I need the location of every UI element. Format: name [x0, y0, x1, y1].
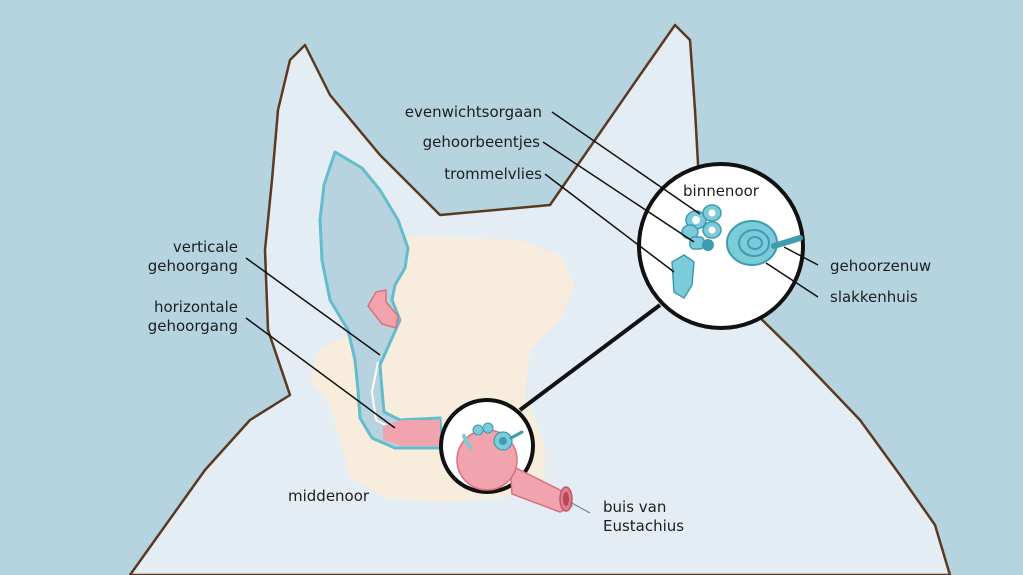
small-eardrum	[462, 434, 472, 450]
label-middenoor: middenoor	[288, 487, 370, 505]
label-gehoorbeentjes: gehoorbeentjes	[422, 133, 540, 151]
small-semicircular-loop-1	[472, 424, 484, 436]
cochlea	[726, 220, 778, 266]
label-buis-van-eustachius: buis van Eustachius	[603, 498, 684, 536]
ossicles	[689, 236, 714, 251]
label-verticale-line-1: verticale	[172, 238, 238, 256]
label-gehoorzenuw: gehoorzenuw	[830, 257, 932, 275]
small-nerve	[509, 430, 524, 440]
label-buis-line-2: Eustachius	[603, 517, 685, 535]
label-horizontale-line-2: gehoorgang	[147, 317, 238, 335]
label-horizontale-line-1: horizontale	[153, 298, 238, 316]
zoom-connector-line	[518, 303, 662, 412]
semicircular-canals	[681, 204, 722, 240]
ear-fold-pink	[367, 289, 399, 329]
pointer-lines	[245, 111, 819, 514]
label-horizontale-gehoorgang: horizontale gehoorgang	[148, 298, 238, 336]
label-verticale-line-2: gehoorgang	[147, 257, 238, 275]
label-evenwichtsorgaan: evenwichtsorgaan	[404, 103, 542, 121]
label-verticale-gehoorgang: verticale gehoorgang	[148, 238, 238, 276]
label-slakkenhuis: slakkenhuis	[830, 288, 918, 306]
label-trommelvlies: trommelvlies	[444, 165, 542, 183]
small-semicircular-loop-2	[482, 422, 494, 434]
auditory-nerve	[771, 235, 803, 249]
small-cochlea-center	[499, 437, 507, 445]
eustachian-tube-opening	[563, 492, 569, 506]
label-binnenoor: binnenoor	[683, 182, 759, 200]
label-buis-line-1: buis van	[603, 498, 667, 516]
canal-tube-pink	[383, 420, 440, 446]
eardrum	[671, 254, 695, 300]
